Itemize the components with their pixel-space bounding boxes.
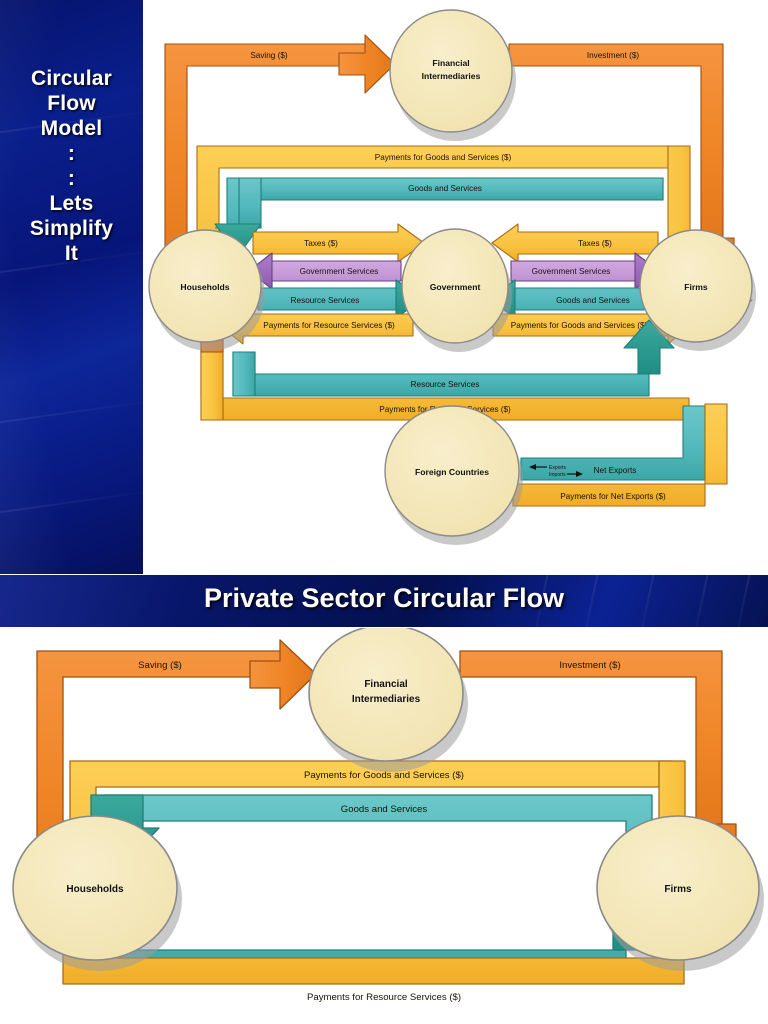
sidebar-title-line: :	[67, 142, 76, 165]
node-label-financial-intermediaries-line1: Financial	[364, 679, 408, 690]
flow-label-taxes-firms: Taxes ($)	[578, 239, 612, 248]
flow-taxes-firms: Taxes ($)	[491, 223, 659, 263]
flow-label-resource-services-bottom: Resource Services	[411, 380, 480, 389]
flow-label-payments-net-exports: Payments for Net Exports ($)	[560, 492, 666, 501]
flow-label-resource-services-government: Resource Services	[291, 296, 360, 305]
flow-label-investment: Investment ($)	[587, 51, 640, 60]
flow-government-services-households: Government Services	[248, 252, 402, 290]
flow-taxes-households: Taxes ($)	[252, 223, 425, 263]
node-label-firms: Firms	[664, 884, 692, 895]
node-households: Households	[148, 229, 265, 351]
sidebar-title-line: Lets	[49, 192, 94, 215]
banner-title: Private Sector Circular Flow	[203, 583, 565, 613]
flow-label-payments-goods-services-outer: Payments for Goods and Services ($)	[375, 153, 512, 162]
flow-label-taxes-households: Taxes ($)	[304, 239, 338, 248]
flow-goods-and-services-government: Goods and Services	[488, 279, 656, 319]
flow-label-exports: Exports	[549, 465, 566, 471]
node-government: Government	[401, 228, 512, 352]
node-firms: Firms	[596, 815, 764, 971]
sidebar-title-line: Circular	[31, 67, 112, 90]
flow-label-payments-resource-services: Payments for Resource Services ($)	[307, 992, 461, 1003]
sidebar-title-line: Simplify	[29, 217, 114, 240]
node-firms: Firms	[639, 229, 756, 351]
flow-label-government-services-households: Government Services	[300, 267, 379, 276]
circular-flow-diagram-full: Saving ($) Investment ($) Payments for G…	[143, 0, 768, 574]
flow-resource-services-government: Resource Services	[257, 279, 423, 319]
flow-government-services-firms: Government Services	[510, 252, 660, 290]
node-foreign-countries: Foreign Countries	[384, 405, 523, 545]
node-label-financial-intermediaries-line2: Intermediaries	[352, 694, 421, 705]
node-households: Households	[12, 815, 182, 971]
flow-label-investment: Investment ($)	[559, 660, 620, 671]
flow-label-net-exports: Net Exports	[594, 466, 637, 475]
flow-resource-services: Resource Services	[103, 827, 656, 977]
flow-label-goods-and-services: Goods and Services	[341, 804, 428, 815]
flow-resource-services-bottom: Resource Services	[232, 319, 675, 397]
flow-label-saving: Saving ($)	[138, 660, 182, 671]
sidebar-title-line: Model	[40, 117, 103, 140]
flow-label-imports: Imports	[549, 472, 566, 478]
flow-label-payments-goods-services-gov-right: Payments for Goods and Services ($)	[511, 321, 648, 330]
sidebar-title-line: Flow	[47, 92, 96, 115]
node-label-government: Government	[430, 282, 481, 292]
imports-arrowhead-icon	[576, 471, 583, 477]
node-label-financial-intermediaries-line1: Financial	[432, 58, 469, 68]
section-banner: Private Sector Circular Flow	[0, 575, 768, 627]
flow-label-goods-and-services-outer: Goods and Services	[408, 184, 482, 193]
node-label-firms: Firms	[684, 282, 708, 292]
node-label-households: Households	[66, 884, 124, 895]
node-label-foreign-countries: Foreign Countries	[415, 467, 489, 477]
left-sidebar-panel: Circular Flow Model : : Lets Simplify It	[0, 0, 143, 574]
private-sector-circular-flow-diagram: Saving ($) Investment ($) Payments for G…	[0, 628, 768, 1024]
sidebar-title-line: It	[64, 242, 79, 265]
flow-label-payments-goods-services: Payments for Goods and Services ($)	[304, 770, 464, 781]
sidebar-title: Circular Flow Model : : Lets Simplify It	[0, 66, 143, 266]
exports-arrowhead-icon	[529, 464, 536, 470]
flow-label-goods-and-services-government: Goods and Services	[556, 296, 630, 305]
flow-label-government-services-firms: Government Services	[532, 267, 611, 276]
sidebar-title-line: :	[67, 167, 76, 190]
flow-label-payments-resource-services-gov-left: Payments for Resource Services ($)	[263, 321, 395, 330]
flow-goods-and-services-outer: Goods and Services	[214, 177, 664, 257]
node-financial-intermediaries: Financial Intermediaries	[308, 628, 468, 772]
node-label-households: Households	[180, 282, 229, 292]
flow-label-saving: Saving ($)	[250, 51, 288, 60]
node-financial-intermediaries: Financial Intermediaries	[389, 9, 516, 141]
node-label-financial-intermediaries-line2: Intermediaries	[422, 71, 481, 81]
